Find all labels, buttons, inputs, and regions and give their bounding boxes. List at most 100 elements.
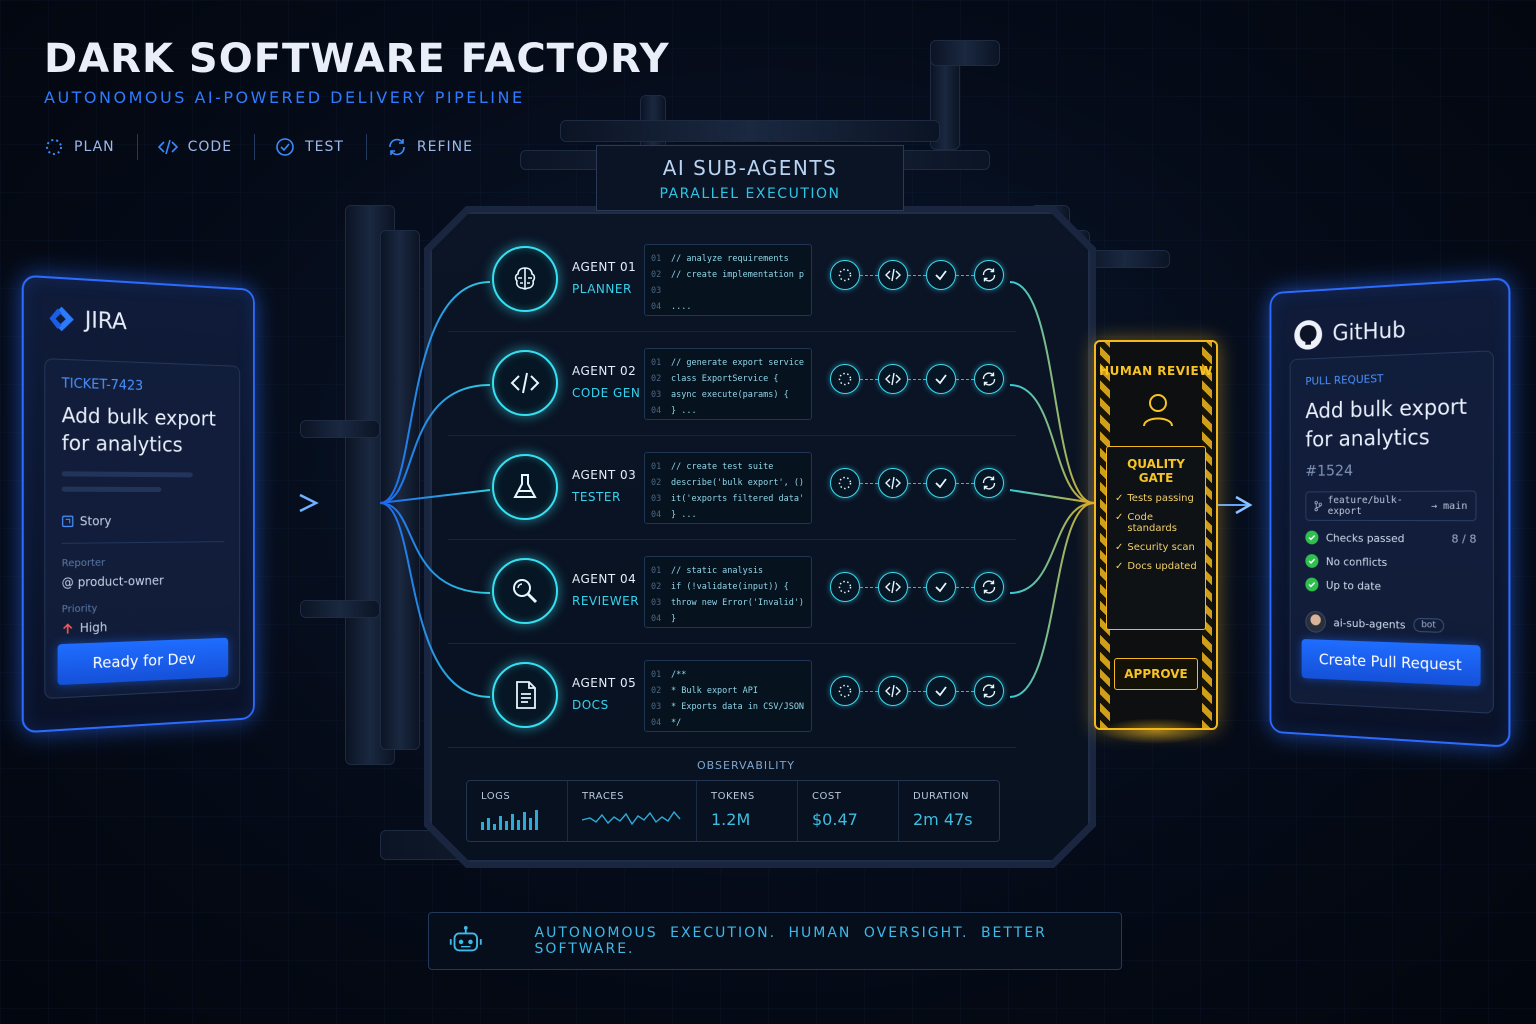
arrow-up-icon [62, 622, 74, 635]
branch-from: feature/bulk-export [1328, 495, 1426, 517]
pipe [380, 230, 420, 750]
approve-button[interactable]: APPROVE [1114, 658, 1198, 690]
code-line: 02if (!validate(input)) { [651, 579, 805, 595]
pipeline-step[interactable] [926, 676, 956, 706]
phase-refine[interactable]: REFINE [387, 134, 495, 160]
code-text: // create test suite [671, 462, 773, 472]
phase-test[interactable]: TEST [275, 134, 367, 160]
ready-for-dev-button[interactable]: Ready for Dev [58, 638, 229, 685]
magnifier-icon [508, 574, 542, 608]
phase-nav: PLAN CODE TEST REFINE [44, 134, 515, 160]
code-text: // generate export service [671, 358, 804, 368]
agent-icon-ring[interactable] [492, 558, 558, 624]
step-connector [956, 691, 974, 692]
agent-icon-ring[interactable] [492, 662, 558, 728]
metric-tokens[interactable]: TOKENS 1.2M [697, 781, 798, 841]
pipeline-step[interactable] [974, 260, 1004, 290]
agent-number: AGENT 02 [572, 364, 636, 378]
code-line: 01// create test suite [651, 459, 805, 475]
brain-icon [508, 262, 542, 296]
line-number: 03 [651, 702, 671, 712]
metric-traces[interactable]: TRACES [568, 781, 697, 841]
pipeline-step[interactable] [878, 572, 908, 602]
pr-title-line: Add bulk export [1305, 392, 1476, 426]
agent-number: AGENT 04 [572, 572, 636, 586]
line-number: 02 [651, 478, 671, 488]
metric-cost[interactable]: COST $0.47 [798, 781, 899, 841]
branch-to: main [1443, 500, 1467, 511]
pipeline-step[interactable] [878, 364, 908, 394]
check-circle-icon [1305, 578, 1318, 592]
priority-text: High [80, 620, 107, 635]
pipeline-step[interactable] [878, 468, 908, 498]
agent-row[interactable]: AGENT 03TESTER01// create test suite02de… [448, 444, 1016, 540]
pipeline-step[interactable] [878, 676, 908, 706]
line-number: 04 [651, 510, 671, 520]
github-card[interactable]: GitHub PULL REQUEST Add bulk export for … [1270, 277, 1511, 748]
footer-banner: AUTONOMOUS EXECUTION. HUMAN OVERSIGHT. B… [428, 912, 1122, 970]
agent-icon-ring[interactable] [492, 454, 558, 520]
check-icon [933, 683, 949, 699]
bot-badge: bot [1413, 618, 1444, 633]
check-row: Checks passed 8 / 8 [1305, 531, 1476, 546]
pipeline-step[interactable] [926, 572, 956, 602]
metric-key: DURATION [913, 791, 985, 802]
dotted-circle-icon [837, 371, 853, 387]
code-line: 02describe('bulk export', () => { [651, 475, 805, 491]
refresh-icon [981, 475, 997, 491]
agent-pipeline-steps [830, 364, 1004, 394]
line-number: 02 [651, 582, 671, 592]
step-connector [956, 275, 974, 276]
pipeline-step[interactable] [830, 364, 860, 394]
pipeline-step[interactable] [878, 260, 908, 290]
pipeline-step[interactable] [830, 468, 860, 498]
agent-icon-ring[interactable] [492, 246, 558, 312]
agent-row[interactable]: AGENT 04REVIEWER01// static analysis02if… [448, 548, 1016, 644]
agent-pipeline-steps [830, 260, 1004, 290]
agent-row[interactable]: AGENT 01PLANNER01// analyze requirements… [448, 236, 1016, 332]
code-text: } ... [671, 510, 697, 520]
code-line: 02// create implementation plan [651, 267, 805, 283]
reporter-label: Reporter [62, 556, 225, 570]
jira-card[interactable]: JIRA TICKET-7423 Add bulk export for ana… [22, 275, 255, 734]
code-icon [158, 137, 178, 157]
line-number: 04 [651, 718, 671, 728]
observability-panel: LOGS TRACES TOKENS 1.2M COST $0.47 DURAT… [466, 780, 1000, 842]
pipeline-step[interactable] [974, 468, 1004, 498]
code-icon [885, 683, 901, 699]
pipeline-step[interactable] [926, 468, 956, 498]
refresh-icon [387, 137, 407, 157]
ticket-id[interactable]: TICKET-7423 [62, 376, 225, 396]
step-connector [860, 483, 878, 484]
line-number: 01 [651, 254, 671, 264]
agent-row[interactable]: AGENT 05DOCS01/**02 * Bulk export API03 … [448, 652, 1016, 748]
pr-title: Add bulk export for analytics [1305, 392, 1476, 454]
branch-icon [1314, 500, 1322, 512]
pipeline-step[interactable] [926, 364, 956, 394]
reporter-value: @ product-owner [62, 572, 225, 589]
pipeline-step[interactable] [830, 572, 860, 602]
code-text: describe('bulk export', () => { [671, 478, 805, 488]
pipeline-step[interactable] [830, 260, 860, 290]
jira-header: JIRA [24, 277, 253, 341]
agent-row[interactable]: AGENT 02CODE GEN01// generate export ser… [448, 340, 1016, 436]
pr-number: #1524 [1305, 460, 1476, 480]
code-line: 04} ... [651, 403, 805, 419]
metric-logs[interactable]: LOGS [467, 781, 568, 841]
metric-key: TRACES [582, 791, 682, 802]
code-line: 04} [651, 611, 805, 627]
phase-label: TEST [305, 139, 344, 155]
pipeline-step[interactable] [974, 364, 1004, 394]
create-pull-request-button[interactable]: Create Pull Request [1302, 639, 1481, 686]
pipeline-step[interactable] [926, 260, 956, 290]
pipeline-step[interactable] [974, 572, 1004, 602]
pull-request-panel: PULL REQUEST Add bulk export for analyti… [1290, 350, 1494, 714]
pipeline-step[interactable] [974, 676, 1004, 706]
phase-plan[interactable]: PLAN [44, 134, 138, 160]
pipeline-step[interactable] [830, 676, 860, 706]
ticket-title: Add bulk export for analytics [62, 402, 225, 459]
metric-duration[interactable]: DURATION 2m 47s [899, 781, 999, 841]
phase-code[interactable]: CODE [158, 134, 255, 160]
github-brand: GitHub [1332, 317, 1405, 346]
agent-icon-ring[interactable] [492, 350, 558, 416]
